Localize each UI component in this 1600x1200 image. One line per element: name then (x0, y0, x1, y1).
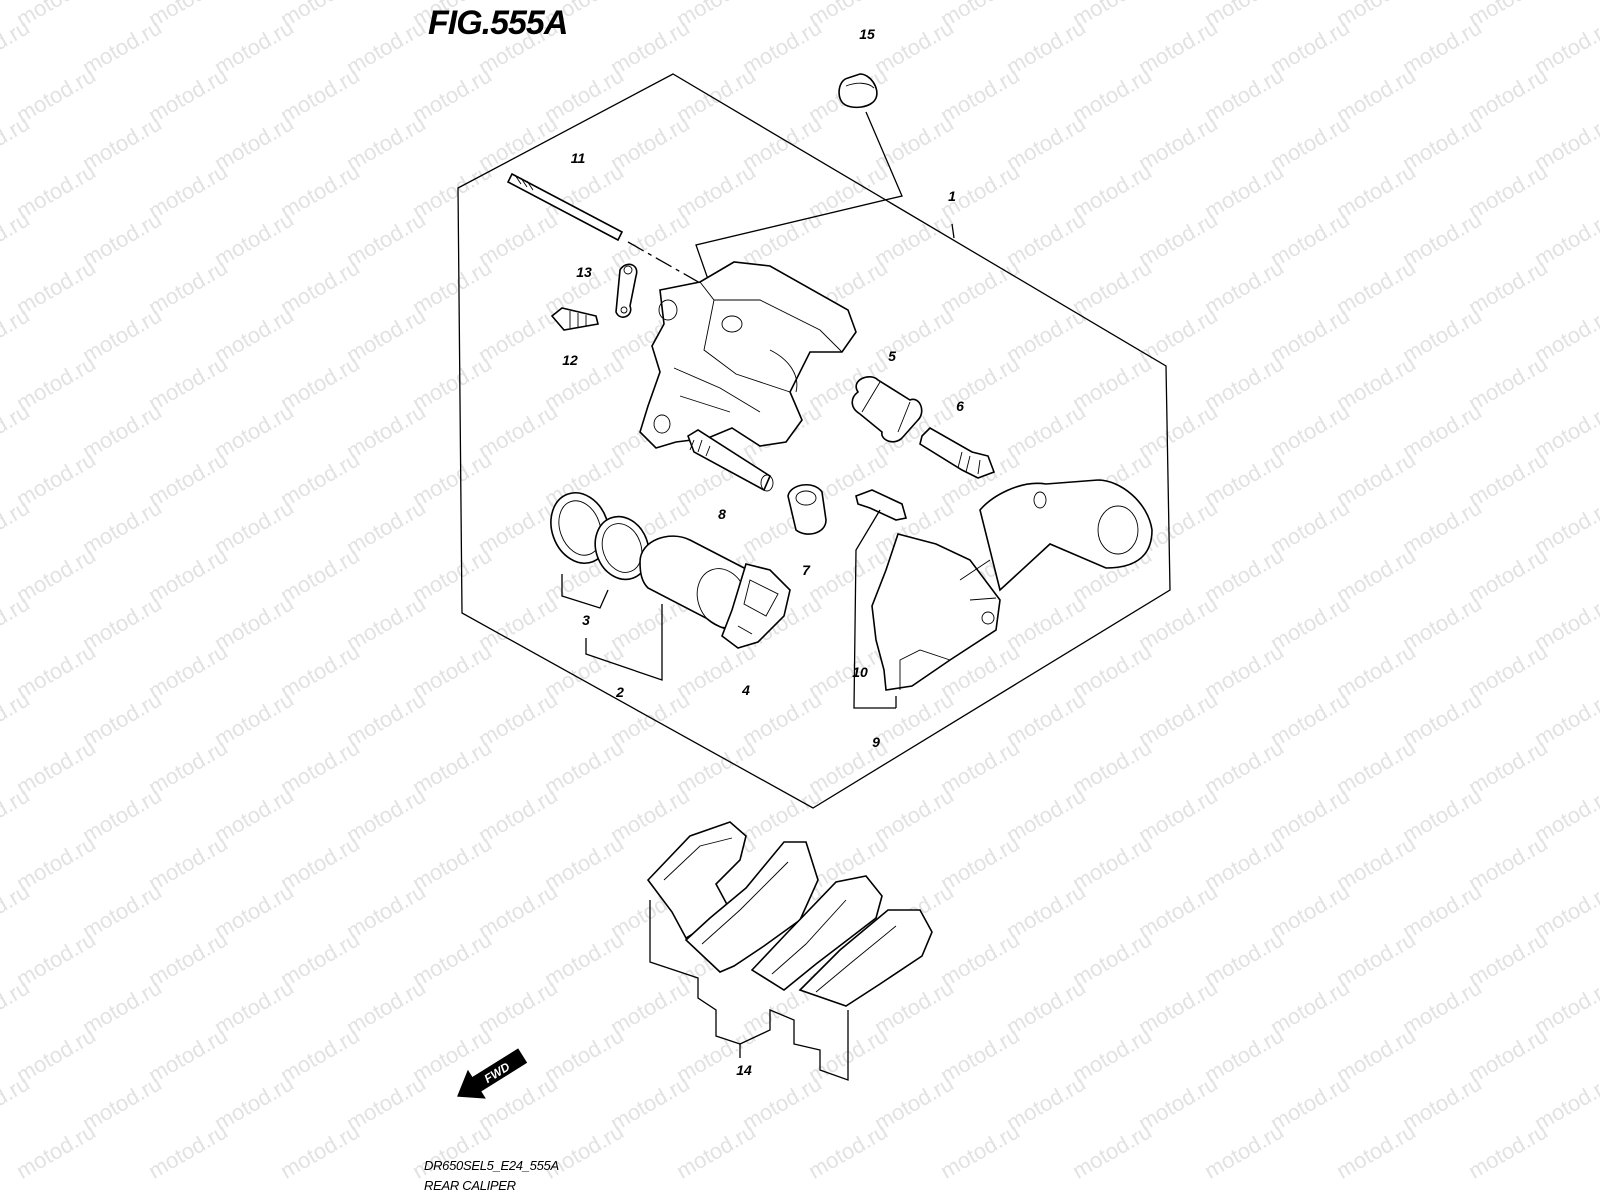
callout-7: 7 (802, 562, 810, 578)
callout-1: 1 (948, 188, 956, 204)
leader-3 (561, 574, 609, 609)
leader-14-a (649, 900, 741, 1045)
figure-name: REAR CALIPER (424, 1178, 516, 1193)
callout-3: 3 (582, 612, 590, 628)
part-5-bushing (851, 376, 923, 443)
part-15-cap (838, 73, 878, 109)
part-12-bleeder (550, 307, 599, 331)
callout-15: 15 (859, 26, 875, 42)
figure-title: FIG.555A (428, 4, 568, 42)
part-7-boot (787, 484, 827, 535)
callout-12: 12 (562, 352, 578, 368)
part-11-pin (506, 172, 624, 242)
pin-center-line (627, 241, 717, 293)
callout-9: 9 (872, 734, 880, 750)
leader-2 (585, 604, 663, 681)
part-10-clip (855, 489, 908, 521)
part-8-slide-pin (687, 429, 774, 492)
part-14-brake-pads (646, 821, 933, 1007)
callout-14: 14 (736, 1062, 752, 1078)
part-4-shim (721, 563, 791, 649)
callout-5: 5 (888, 348, 896, 364)
part-6-bolt (919, 427, 996, 479)
fwd-arrow: FWD (457, 1048, 528, 1099)
leader-9-10 (853, 509, 896, 709)
assembly-box-outline (457, 73, 1171, 809)
leader-14-b (739, 1009, 849, 1081)
part-3-seals (550, 492, 650, 581)
callout-10: 10 (852, 664, 868, 680)
callout-4: 4 (742, 682, 750, 698)
part-13-boot (615, 263, 638, 318)
callout-13: 13 (576, 264, 592, 280)
callout-2: 2 (616, 684, 624, 700)
figure-code: DR650SEL5_E24_555A (424, 1158, 559, 1173)
callout-8: 8 (718, 506, 726, 522)
part-1-caliper-body (639, 261, 857, 449)
callout-11: 11 (570, 150, 586, 166)
leader-1 (951, 223, 955, 239)
callout-6: 6 (956, 398, 964, 414)
part-9-bracket (871, 479, 1153, 691)
